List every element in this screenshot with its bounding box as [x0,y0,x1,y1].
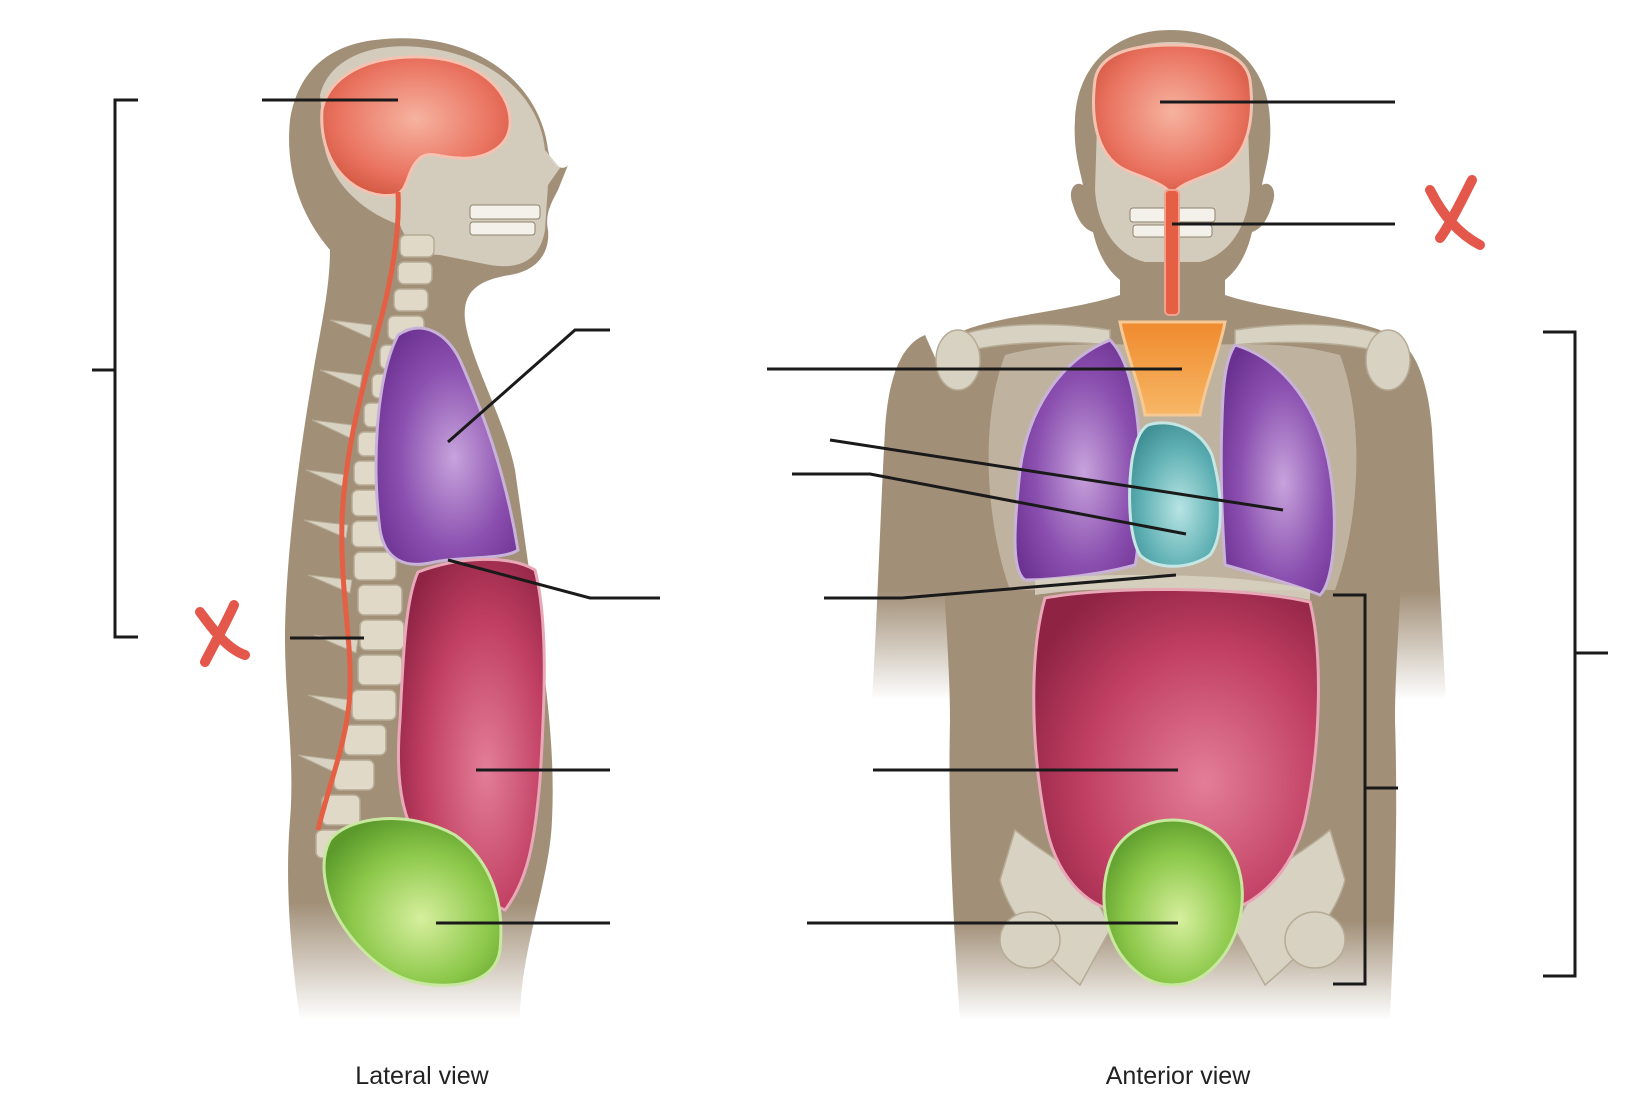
anterior-pelvic-girdle [999,828,1346,987]
anterior-pleural-leader [829,438,1284,512]
anterior-view [872,30,1446,1020]
anterior-x-mark [1425,175,1485,250]
lateral-pelvic-cavity [322,817,503,987]
handwritten-marks [195,175,1485,667]
lateral-abdominal-cavity [396,557,546,912]
brackets [92,98,1608,986]
lateral-teeth [469,204,541,236]
anterior-right-pleural-cavity [1219,343,1336,597]
lateral-thoracic-cavity [374,326,520,566]
anterior-spinal-cord [1164,189,1180,316]
lateral-spinal-cord [315,191,401,831]
anterior-view-caption: Anterior view [1105,1062,1251,1090]
anterior-cranial-cavity [1092,43,1253,198]
lateral-diaphragm-leader [447,558,660,600]
lateral-view [285,38,568,1021]
ventral-cavity-bracket [1543,330,1577,978]
anterior-shoulder-girdle [935,323,1411,391]
lateral-x-mark [195,600,250,667]
leader-lines [262,98,1395,925]
lateral-view-caption: Lateral view [355,1062,489,1090]
anterior-pelvic-cavity [1102,818,1244,987]
anterior-pericardial-leader [792,472,1187,536]
dorsal-cavity-bracket [113,98,138,639]
anterior-diaphragm-leader [824,573,1177,600]
lateral-thoracic-leader [447,328,610,444]
lateral-cranial-cavity [320,55,512,198]
